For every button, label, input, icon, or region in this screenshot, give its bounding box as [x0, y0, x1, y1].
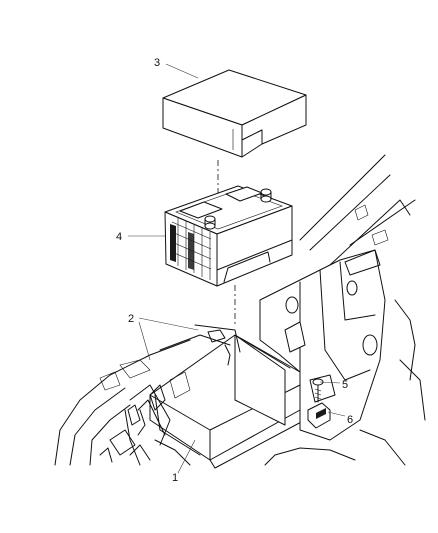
hold-down-clamp	[307, 402, 331, 429]
callout-2: 2	[128, 313, 134, 325]
battery	[164, 185, 293, 287]
battery-tray	[129, 324, 306, 469]
vehicle-body-structure	[54, 154, 426, 466]
callout-6: 6	[347, 414, 353, 426]
leader-lines	[128, 63, 346, 474]
fastener-bolt	[312, 378, 324, 403]
battery-cover	[162, 69, 307, 158]
callout-1: 1	[172, 472, 178, 484]
callout-5: 5	[342, 379, 348, 391]
callout-3: 3	[154, 57, 160, 69]
callout-4: 4	[116, 231, 122, 243]
